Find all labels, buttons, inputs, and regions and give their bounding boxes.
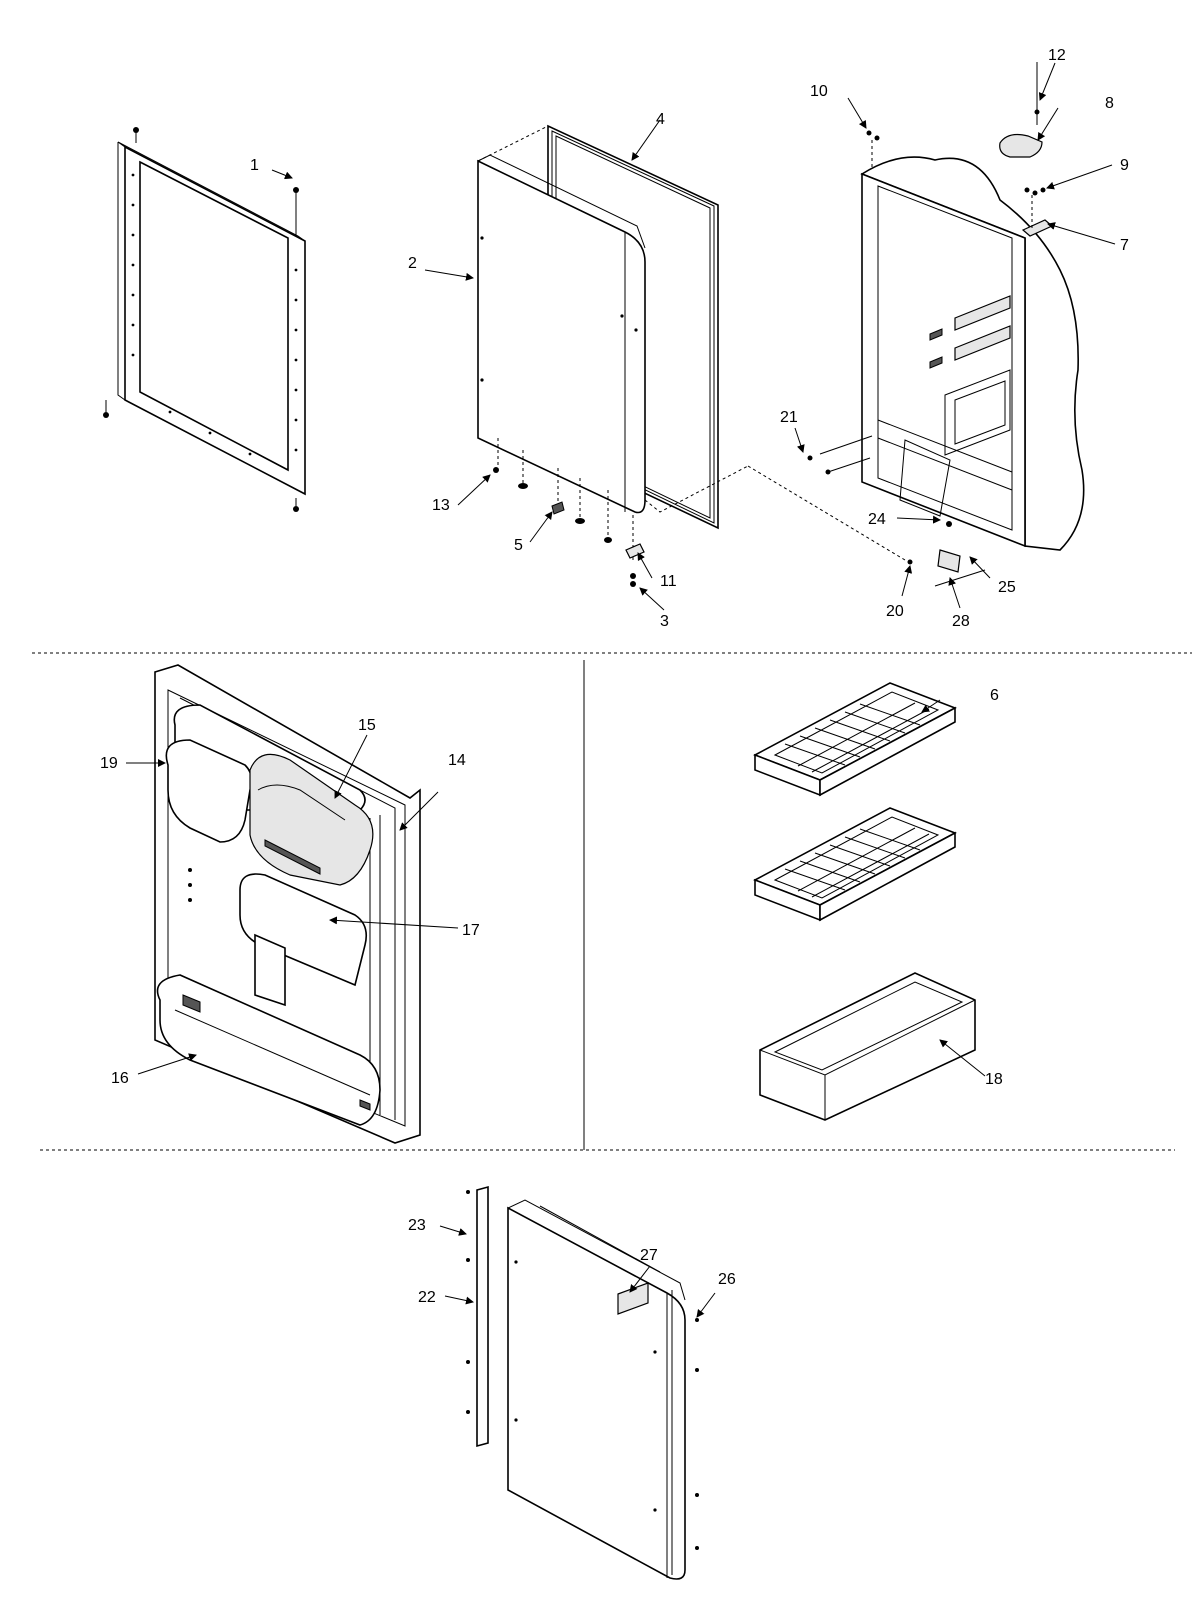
door-hardware — [480, 236, 638, 587]
leader-lines — [126, 62, 1116, 1318]
frame-screw-holes — [131, 173, 298, 456]
section-dividers — [32, 652, 1192, 1151]
callout-2: 2 — [408, 255, 417, 272]
callout-7: 7 — [1120, 237, 1129, 254]
callout-4: 4 — [656, 111, 665, 128]
callout-14: 14 — [448, 752, 466, 769]
callout-21: 21 — [780, 409, 798, 426]
frame-screws — [103, 127, 299, 512]
callout-16: 16 — [111, 1070, 129, 1087]
callout-19: 19 — [100, 755, 118, 772]
callout-25: 25 — [998, 579, 1016, 596]
door-holes — [188, 868, 192, 902]
callout-1: 1 — [250, 157, 259, 174]
callout-17: 17 — [462, 922, 480, 939]
refrigerator-door-inner — [154, 664, 421, 1144]
callout-labels: 1 2 3 4 5 6 7 8 9 10 11 12 13 14 15 16 1… — [100, 47, 1129, 1306]
callout-18: 18 — [985, 1071, 1003, 1088]
callout-24: 24 — [868, 511, 886, 528]
freezer-screws — [514, 1260, 699, 1550]
refrigerator-cabinet — [747, 62, 1085, 587]
trim-screws — [466, 1190, 470, 1414]
callout-26: 26 — [718, 1271, 736, 1288]
callout-28: 28 — [952, 613, 970, 630]
callout-11: 11 — [660, 573, 677, 590]
callout-6: 6 — [990, 687, 999, 704]
callout-8: 8 — [1105, 95, 1114, 112]
callout-20: 20 — [886, 603, 904, 620]
callout-22: 22 — [418, 1289, 436, 1306]
ice-trays — [753, 682, 957, 922]
callout-3: 3 — [660, 613, 669, 630]
callout-5: 5 — [514, 537, 523, 554]
cabinet-top-screws — [866, 130, 880, 170]
callout-12: 12 — [1048, 47, 1066, 64]
callout-13: 13 — [432, 497, 450, 514]
callout-23: 23 — [408, 1217, 426, 1234]
callout-10: 10 — [810, 83, 828, 100]
freezer-door-assembly — [466, 1185, 699, 1580]
callout-27: 27 — [640, 1247, 658, 1264]
callout-9: 9 — [1120, 157, 1129, 174]
door-panel-assembly — [477, 124, 749, 587]
ice-bin — [759, 972, 976, 1121]
door-frame-part — [103, 127, 306, 512]
callout-15: 15 — [358, 717, 376, 734]
